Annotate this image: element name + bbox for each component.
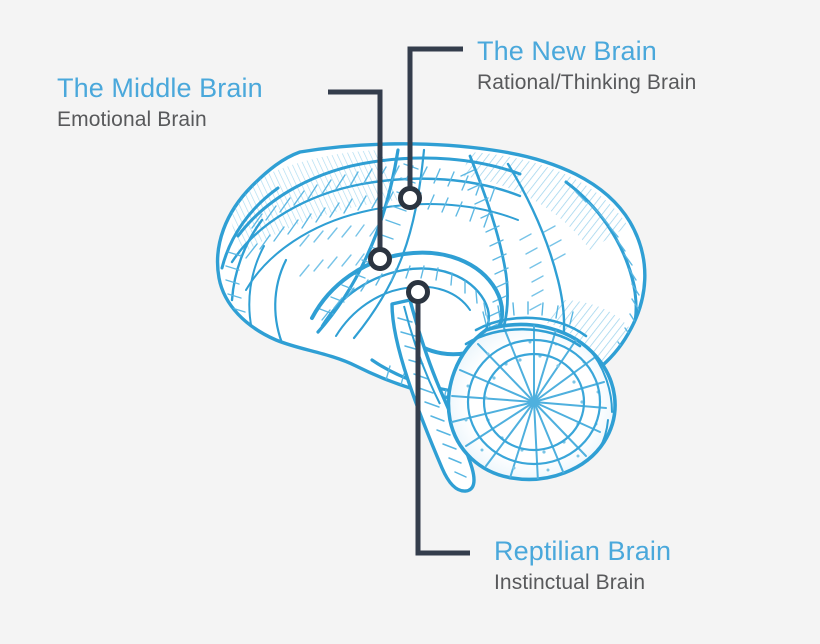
callout-title-reptilian-brain: Reptilian Brain [494, 536, 672, 566]
marker-reptilian-brain [406, 280, 430, 304]
callout-subtitle-reptilian-brain: Instinctual Brain [494, 571, 646, 595]
callout-reptilian-brain: Reptilian Brain Instinctual Brain [494, 536, 671, 595]
marker-middle-brain [368, 247, 392, 271]
leader-line-reptilian-brain [415, 292, 470, 556]
callout-title-new-brain: The New Brain [477, 36, 657, 66]
callout-title-middle-brain: The Middle Brain [57, 73, 263, 103]
callout-new-brain: The New Brain Rational/Thinking Brain [477, 36, 696, 95]
leader-line-middle-brain [328, 89, 383, 259]
marker-new-brain [398, 186, 422, 210]
callout-subtitle-middle-brain: Emotional Brain [57, 108, 207, 132]
leader-line-new-brain [407, 46, 463, 198]
callout-subtitle-new-brain: Rational/Thinking Brain [477, 71, 697, 95]
cerebellum [446, 322, 617, 482]
callout-middle-brain: The Middle Brain Emotional Brain [57, 73, 263, 132]
